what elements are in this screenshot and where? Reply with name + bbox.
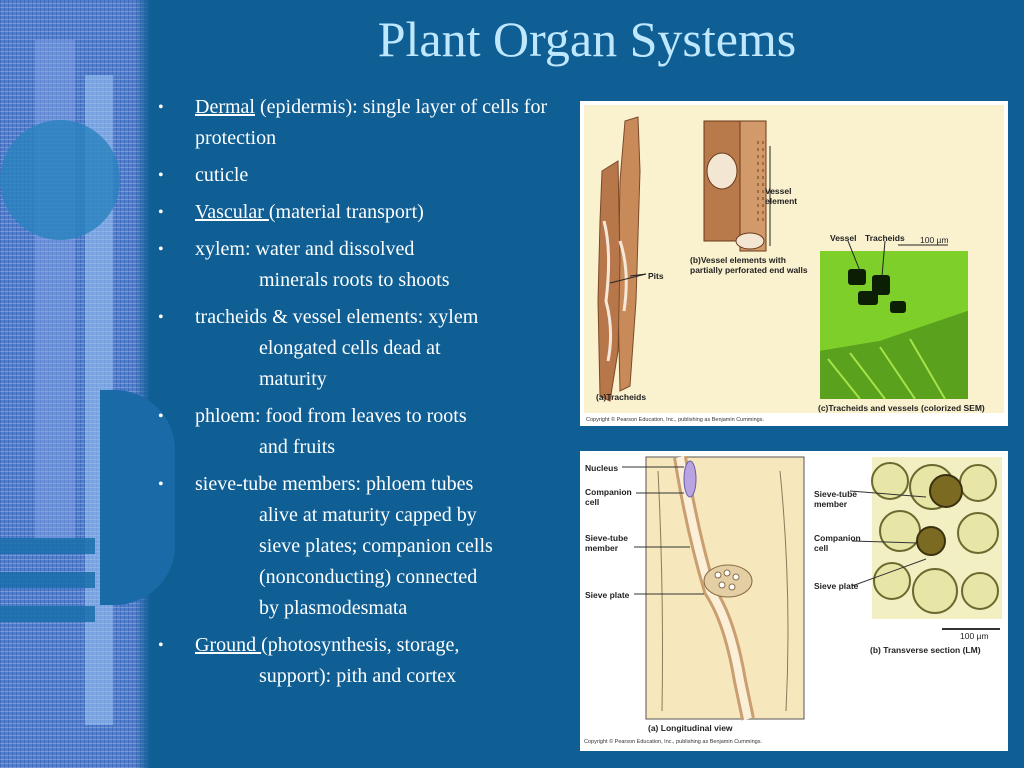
bullet-text-continued: (nonconducting) connected	[259, 566, 478, 588]
label-sieve-plate: Sieve plate	[585, 590, 630, 600]
term-vascular: Vascular	[195, 201, 269, 223]
bullet-text-continued: minerals roots to shoots	[259, 269, 450, 291]
xylem-figure: Vessel element (b)Vessel elements with p…	[580, 101, 1008, 426]
decorative-half-ellipse	[100, 390, 175, 605]
bullet-sieve-tube: • sieve-tube members: phloem tubes alive…	[155, 469, 565, 624]
caption-transverse: (b) Transverse section (LM)	[870, 645, 981, 655]
bullet-marker: •	[158, 241, 164, 258]
longitudinal-view	[645, 455, 805, 721]
bullet-marker: •	[158, 99, 164, 116]
bullet-text-continued: alive at maturity capped by	[259, 504, 477, 526]
bullet-text: (photosynthesis, storage,	[261, 634, 460, 656]
phloem-illustration	[622, 455, 1002, 721]
bullet-ground: • Ground (photosynthesis, storage, suppo…	[155, 630, 565, 692]
bullet-marker: •	[158, 637, 164, 654]
label-r-companion-cell: Companion cell	[814, 533, 861, 553]
vessel-element-cells	[703, 120, 767, 252]
decorative-vertical-bar	[35, 40, 75, 540]
phloem-figure: Nucleus Companion cell Sieve-tube member…	[580, 451, 1008, 751]
bullet-dermal: • Dermal (epidermis): single layer of ce…	[155, 92, 565, 154]
bullet-text-continued: and fruits	[259, 436, 336, 458]
term-ground: Ground	[195, 634, 262, 656]
label-vessel-element: Vessel element	[765, 186, 798, 206]
label-pits: Pits	[648, 271, 664, 281]
caption-tracheids: (a)Tracheids	[596, 392, 647, 402]
bullet-marker: •	[158, 476, 164, 493]
decorative-left-band	[0, 0, 150, 768]
bullet-marker: •	[158, 408, 164, 425]
decorative-stripe	[0, 606, 95, 622]
label-tracheids: Tracheids	[865, 233, 905, 243]
caption-vessel-elements: (b)Vessel elements with partially perfor…	[690, 255, 808, 275]
bullet-cuticle: • cuticle	[155, 160, 565, 191]
xylem-illustration	[597, 116, 968, 402]
bullet-marker: •	[158, 167, 164, 184]
bullet-list: • Dermal (epidermis): single layer of ce…	[155, 92, 565, 698]
term-dermal: Dermal	[195, 96, 255, 118]
bullet-marker: •	[158, 204, 164, 221]
bullet-text-continued: support): pith and cortex	[259, 665, 457, 687]
label-companion-cell: Companion cell	[585, 487, 632, 507]
bullet-text: tracheids & vessel elements: xylem	[195, 306, 479, 328]
bullet-tracheids: • tracheids & vessel elements: xylem elo…	[155, 302, 565, 395]
transverse-section	[871, 457, 1002, 619]
label-r-sieve-plate: Sieve plate	[814, 581, 859, 591]
bullet-text: (material transport)	[268, 201, 424, 223]
decorative-stripe	[0, 538, 95, 554]
label-vessel: Vessel	[830, 233, 857, 243]
sem-image	[820, 251, 968, 400]
band-shade	[135, 0, 150, 768]
bullet-text-continued: by plasmodesmata	[259, 597, 408, 619]
scale-bar-label: 100 µm	[920, 235, 949, 245]
decorative-stripe	[0, 572, 95, 588]
bullet-phloem: • phloem: food from leaves to roots and …	[155, 401, 565, 463]
tracheid-cells	[597, 116, 641, 402]
slide-title: Plant Organ Systems	[377, 11, 797, 67]
bullet-text: (epidermis): single layer of cells for p…	[195, 96, 548, 149]
label-r-sieve-tube-member: Sieve-tube member	[814, 489, 857, 509]
bullet-text-continued: elongated cells dead at	[259, 337, 441, 359]
bullet-text: cuticle	[195, 164, 249, 186]
caption-longitudinal: (a) Longitudinal view	[648, 723, 733, 733]
copyright-text: Copyright © Pearson Education, Inc., pub…	[586, 417, 765, 423]
bullet-marker: •	[158, 309, 164, 326]
decorative-circle	[0, 120, 120, 240]
bullet-text-continued: maturity	[259, 368, 327, 390]
bullet-text: phloem: food from leaves to roots	[195, 405, 467, 427]
bullet-text: xylem: water and dissolved	[195, 238, 415, 260]
bullet-text-continued: sieve plates; companion cells	[259, 535, 493, 557]
bullet-xylem: • xylem: water and dissolved minerals ro…	[155, 234, 565, 296]
bullet-vascular: • Vascular (material transport)	[155, 197, 565, 228]
label-nucleus: Nucleus	[585, 463, 619, 473]
label-sieve-tube-member: Sieve-tube member	[585, 533, 628, 553]
caption-sem: (c)Tracheids and vessels (colorized SEM)	[818, 403, 985, 413]
scale-bar-label: 100 µm	[960, 631, 989, 641]
bullet-text: sieve-tube members: phloem tubes	[195, 473, 474, 495]
copyright-text: Copyright © Pearson Education, Inc., pub…	[584, 739, 763, 745]
